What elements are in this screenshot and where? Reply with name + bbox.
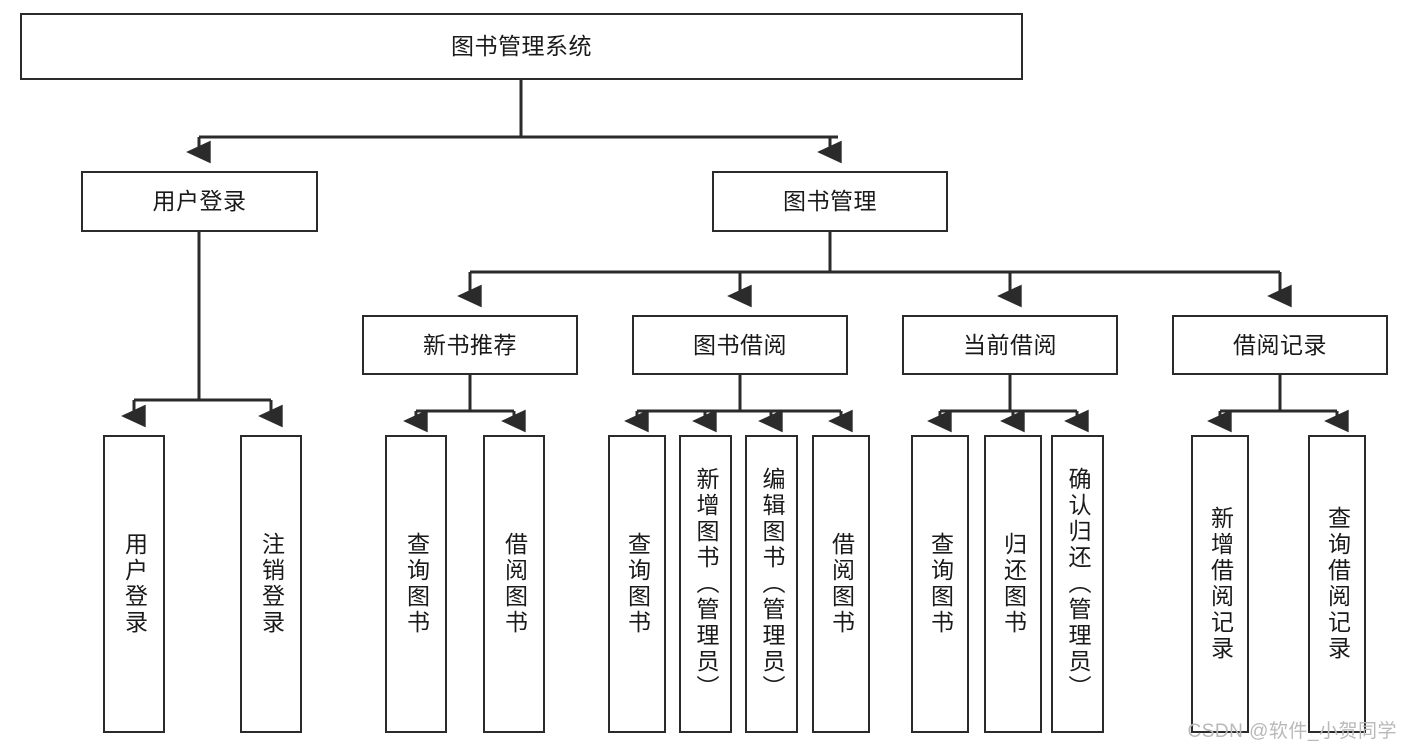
- node-leaf-user-logout-label: 注销登录: [258, 532, 285, 636]
- node-current-borrow-label: 当前借阅: [963, 331, 1057, 358]
- node-root[interactable]: 图书管理系统: [20, 13, 1023, 80]
- node-leaf-rec-query-book-label: 查询图书: [403, 532, 430, 636]
- node-leaf-add-book-label: 新增图书（管理员）: [693, 467, 719, 701]
- node-leaf-borrow-book-label: 借阅图书: [828, 532, 855, 636]
- node-leaf-edit-book[interactable]: 编辑图书（管理员）: [745, 435, 798, 733]
- node-leaf-return-book[interactable]: 归还图书: [984, 435, 1042, 733]
- node-new-book-rec[interactable]: 新书推荐: [362, 315, 578, 375]
- node-leaf-edit-book-label: 编辑图书（管理员）: [759, 467, 785, 701]
- node-leaf-rec-borrow-book-label: 借阅图书: [501, 532, 528, 636]
- node-leaf-query-record-label: 查询借阅记录: [1324, 506, 1351, 662]
- node-leaf-rec-borrow-book[interactable]: 借阅图书: [483, 435, 545, 733]
- node-leaf-user-login[interactable]: 用户登录: [103, 435, 165, 733]
- node-current-borrow[interactable]: 当前借阅: [902, 315, 1118, 375]
- node-leaf-add-record[interactable]: 新增借阅记录: [1191, 435, 1249, 733]
- node-borrow-record-label: 借阅记录: [1233, 331, 1327, 358]
- watermark: CSDN @软件_小贺同学: [1187, 721, 1397, 742]
- node-root-label: 图书管理系统: [451, 33, 592, 60]
- node-borrow-record[interactable]: 借阅记录: [1172, 315, 1388, 375]
- node-leaf-add-record-label: 新增借阅记录: [1207, 506, 1234, 662]
- node-leaf-cur-query-book-label: 查询图书: [927, 532, 954, 636]
- node-book-manage-label: 图书管理: [783, 188, 877, 215]
- node-book-borrow[interactable]: 图书借阅: [632, 315, 848, 375]
- node-new-book-rec-label: 新书推荐: [423, 331, 517, 358]
- node-leaf-borrow-query-book[interactable]: 查询图书: [608, 435, 666, 733]
- node-leaf-borrow-book[interactable]: 借阅图书: [812, 435, 870, 733]
- node-leaf-user-logout[interactable]: 注销登录: [240, 435, 302, 733]
- node-book-manage[interactable]: 图书管理: [712, 171, 948, 232]
- node-leaf-user-login-label: 用户登录: [121, 532, 148, 636]
- node-leaf-rec-query-book[interactable]: 查询图书: [385, 435, 447, 733]
- node-user-login[interactable]: 用户登录: [81, 171, 318, 232]
- node-leaf-cur-query-book[interactable]: 查询图书: [911, 435, 969, 733]
- node-leaf-add-book[interactable]: 新增图书（管理员）: [679, 435, 732, 733]
- node-leaf-borrow-query-book-label: 查询图书: [624, 532, 651, 636]
- node-book-borrow-label: 图书借阅: [693, 331, 787, 358]
- node-leaf-confirm-return-label: 确认归还（管理员）: [1065, 467, 1091, 701]
- node-leaf-confirm-return[interactable]: 确认归还（管理员）: [1051, 435, 1104, 733]
- node-user-login-label: 用户登录: [152, 188, 247, 215]
- node-leaf-return-book-label: 归还图书: [1000, 532, 1027, 636]
- node-leaf-query-record[interactable]: 查询借阅记录: [1308, 435, 1366, 733]
